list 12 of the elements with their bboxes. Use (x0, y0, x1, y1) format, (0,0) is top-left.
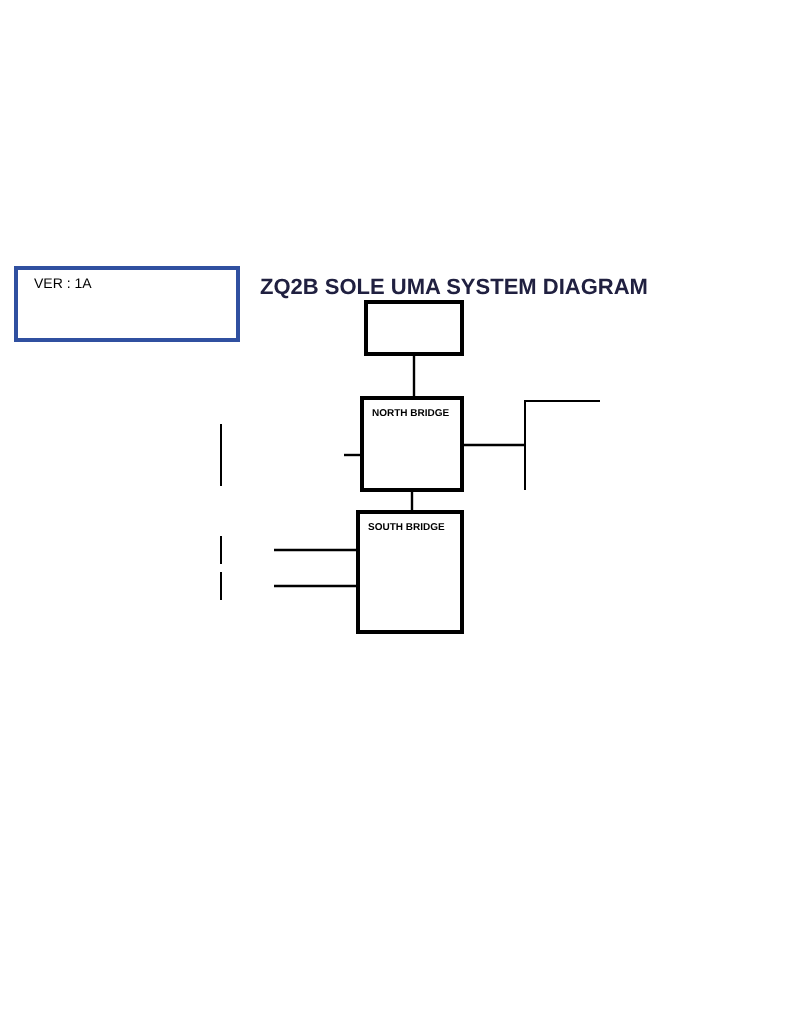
diagram-title: ZQ2B SOLE UMA SYSTEM DIAGRAM (260, 274, 648, 304)
outline-box (364, 300, 464, 356)
connector-line (344, 453, 360, 457)
connector-line (274, 548, 356, 552)
outline-box (524, 400, 600, 490)
connector-line (410, 492, 414, 510)
connector-line (274, 584, 356, 588)
connector-line (412, 356, 416, 396)
block-box (360, 396, 464, 492)
connector-line (464, 443, 524, 447)
block-box (14, 266, 240, 342)
block-box (356, 510, 464, 634)
